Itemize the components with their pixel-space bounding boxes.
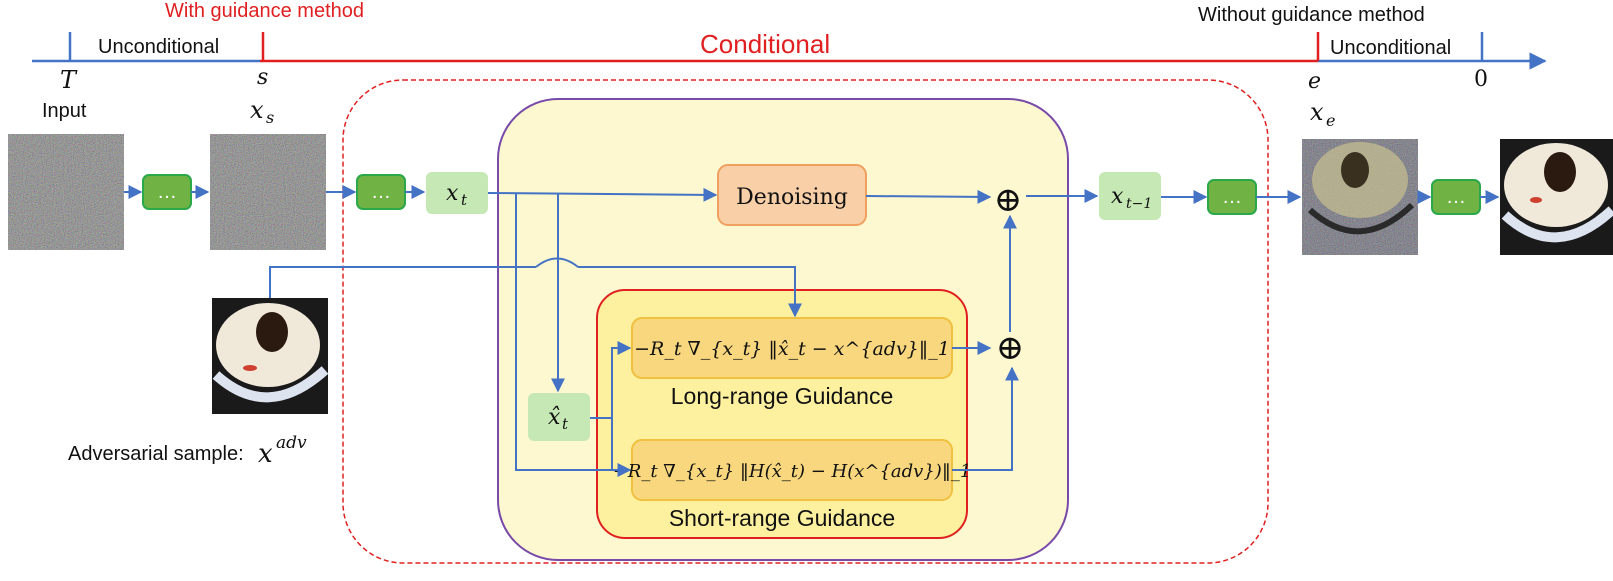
svg-text:Denoising: Denoising (736, 185, 848, 210)
denoising-box: Denoising (717, 164, 867, 226)
long-range-label: Long-range Guidance (671, 383, 894, 409)
xt-node: x t (426, 172, 488, 214)
without-guidance-label: Without guidance method (1198, 4, 1425, 26)
adversarial-sample-image (212, 298, 329, 414)
xt-minus-1-node: x t−1 (1099, 172, 1161, 220)
svg-text:x: x (446, 181, 459, 206)
xhat-node: x̂ t (528, 393, 590, 441)
svg-text:x: x (250, 96, 264, 124)
ellipsis-box-4: … (1431, 179, 1481, 215)
svg-text:x: x (1310, 98, 1324, 126)
svg-text:t−1: t−1 (1126, 196, 1152, 212)
with-guidance-label: With guidance method (165, 0, 364, 22)
input-noise-image (8, 134, 124, 250)
svg-text:x: x (258, 439, 273, 469)
output-clean-image (1500, 139, 1613, 255)
tick-T-label: T (60, 66, 78, 94)
svg-text:…: … (157, 181, 177, 203)
oplus-top: ⊕ (994, 180, 1023, 220)
xe-partial-image (1302, 139, 1418, 255)
oplus-bottom: ⊕ (996, 328, 1025, 368)
short-range-formula-box: −R_t ∇_{x_t} ‖H(x̂_t) − H(x^{adv})‖_1 (613, 439, 972, 501)
svg-text:x: x (1111, 184, 1124, 209)
ellipsis-box-2: … (356, 174, 406, 210)
tick-s-label: s (257, 65, 268, 90)
svg-text:−R_t ∇_{x_t} ‖x̂_t − x^{adv}‖_: −R_t ∇_{x_t} ‖x̂_t − x^{adv}‖_1 (634, 338, 950, 360)
svg-text:Adversarial sample:: Adversarial sample: (68, 443, 244, 465)
svg-text:t: t (562, 415, 569, 433)
xe-label: x e (1310, 98, 1335, 130)
svg-text:…: … (1222, 186, 1242, 208)
svg-text:s: s (266, 108, 274, 127)
ellipsis-box-1: … (142, 174, 192, 210)
svg-text:−R_t ∇_{x_t} ‖H(x̂_t) − H(x^{a: −R_t ∇_{x_t} ‖H(x̂_t) − H(x^{adv})‖_1 (613, 461, 972, 482)
svg-text:e: e (1326, 111, 1335, 130)
tick-0-label: 0 (1474, 67, 1488, 92)
conditional-label: Conditional (700, 29, 830, 59)
unconditional-left-label: Unconditional (98, 36, 219, 58)
adversarial-caption: Adversarial sample: x adv (68, 433, 307, 469)
long-range-formula-box: −R_t ∇_{x_t} ‖x̂_t − x^{adv}‖_1 (631, 317, 953, 379)
conditional-dashed-region (342, 79, 1269, 564)
svg-text:x̂: x̂ (548, 405, 561, 430)
xs-label: x s (250, 96, 274, 127)
input-label: Input (42, 100, 87, 122)
svg-text:adv: adv (276, 433, 307, 453)
svg-text:t: t (461, 191, 468, 209)
ellipsis-box-3: … (1207, 179, 1257, 215)
svg-text:…: … (371, 181, 391, 203)
flow-arrows (124, 185, 1500, 477)
xs-noise-image (210, 134, 326, 250)
tick-e-label: e (1308, 69, 1321, 94)
short-range-label: Short-range Guidance (669, 505, 895, 531)
svg-text:…: … (1446, 186, 1466, 208)
unconditional-right-label: Unconditional (1330, 37, 1451, 59)
